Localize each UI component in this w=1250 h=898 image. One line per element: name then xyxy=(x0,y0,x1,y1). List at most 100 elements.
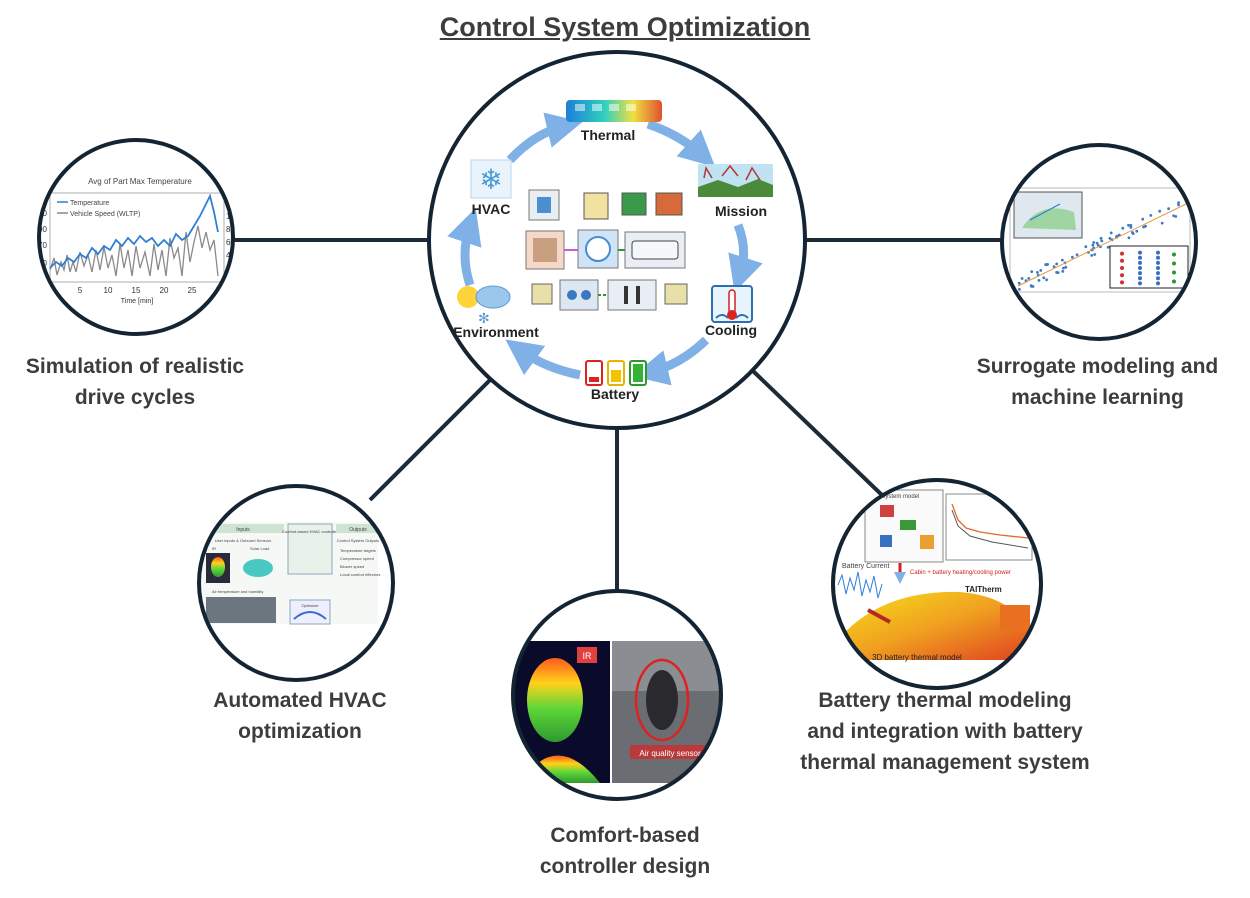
scatter-point xyxy=(1100,239,1104,243)
thermal-bus-icon xyxy=(566,100,662,122)
legend-speed: Vehicle Speed (WLTP) xyxy=(70,211,140,218)
xtick: 10 xyxy=(104,286,113,295)
nn-node xyxy=(1138,250,1142,255)
xtick: 15 xyxy=(132,286,141,295)
nn-node xyxy=(1156,271,1160,276)
nn-node xyxy=(1138,260,1142,265)
scatter-point xyxy=(1091,243,1095,247)
scatter-point xyxy=(1042,276,1046,280)
nn-node xyxy=(1156,255,1160,260)
caption-battery-thermal: Battery thermal modeling and integration… xyxy=(780,685,1110,778)
scatter-point xyxy=(1064,265,1068,269)
nn-node xyxy=(1138,281,1142,286)
ytick-right: 0 xyxy=(226,277,231,286)
series-temperature-line xyxy=(49,193,219,269)
scatter-point xyxy=(1106,245,1110,249)
hub-label-environment: Environment xyxy=(453,324,539,340)
scatter-point xyxy=(1090,254,1094,257)
panel-ir-label: IR xyxy=(212,546,216,551)
caption-line: Comfort-based xyxy=(550,824,700,847)
caption-line: drive cycles xyxy=(74,386,196,409)
scatter-points xyxy=(1017,201,1180,291)
x-axis-label: Time [min] xyxy=(121,298,153,305)
caption-line: thermal management system xyxy=(800,751,1090,774)
nn-node xyxy=(1172,252,1176,257)
nn-node xyxy=(1172,261,1176,266)
scatter-point xyxy=(1084,245,1088,249)
caption-comfort: Comfort-based controller design xyxy=(500,820,750,882)
caption-hvac-opt: Automated HVAC optimization xyxy=(180,685,420,747)
svg-text:❄: ❄ xyxy=(479,164,502,195)
panel-controller: Comfort-based HVAC controller xyxy=(282,529,339,534)
caption-line: Simulation of realistic xyxy=(25,355,245,378)
scatter-point xyxy=(1061,258,1064,262)
battery-current-trace xyxy=(837,571,883,599)
cooling-icon xyxy=(711,285,753,323)
hub-label-cooling: Cooling xyxy=(705,322,757,338)
panel-air-label: Air temperature and humidity xyxy=(212,589,263,594)
series-speed-line xyxy=(49,225,219,277)
scatter-point xyxy=(1131,232,1135,236)
model-3d-label: 3D battery thermal model xyxy=(872,653,962,662)
arrow-mission-cooling xyxy=(728,223,763,293)
system-model-label: 1D system model xyxy=(873,494,919,500)
caption-line: and integration with battery xyxy=(807,720,1083,743)
hub-label-battery: Battery xyxy=(591,386,639,402)
panel-output-item: Local comfort effectors xyxy=(340,572,380,577)
ytick-left: 190 xyxy=(34,225,48,234)
caption-line: controller design xyxy=(539,855,711,878)
nn-node xyxy=(1120,266,1124,270)
hub-label-mission: Mission xyxy=(715,203,767,219)
caption-surrogate: Surrogate modeling and machine learning xyxy=(955,351,1240,413)
scatter-point xyxy=(1149,214,1153,217)
scatter-point xyxy=(1020,277,1024,280)
scatter-point xyxy=(1062,266,1065,270)
caption-line: Battery thermal modeling xyxy=(818,689,1072,712)
panel-optimizer: Optimizer xyxy=(301,603,319,608)
nn-node xyxy=(1120,258,1124,263)
ir-tag: IR xyxy=(583,651,593,661)
cabin-note: Cabin + battery heating/cooling power xyxy=(910,570,1011,576)
sensor-grille xyxy=(646,670,678,730)
scatter-point xyxy=(1172,214,1176,218)
scatter-point xyxy=(1075,253,1079,257)
scatter-point xyxy=(1160,221,1164,225)
arrow-thermal-mission xyxy=(646,119,716,168)
scatter-point xyxy=(1017,281,1021,285)
scatter-point xyxy=(1045,278,1048,282)
arrow-cooling-battery xyxy=(632,336,710,386)
battery-current-label: Battery Current xyxy=(842,563,890,570)
environment-icon: ✻ xyxy=(457,285,511,326)
node-comfort: IR Air quality sensor xyxy=(511,589,723,801)
scatter-point xyxy=(1018,288,1021,291)
panel-cabin-photo xyxy=(206,597,276,623)
nn-node xyxy=(1120,251,1124,256)
nn-node xyxy=(1138,266,1142,270)
nn-node xyxy=(1172,270,1176,275)
scatter-point xyxy=(1095,241,1099,245)
arrow-battery-environment xyxy=(505,339,581,380)
node-battery-thermal: 1D system model Battery Current Cabin + … xyxy=(831,478,1043,690)
hub-label-thermal: Thermal xyxy=(581,127,635,143)
node-surrogate xyxy=(1000,143,1198,341)
panel-inputs-header: Inputs xyxy=(236,527,250,533)
panel-output-item: Blower speed xyxy=(340,564,364,569)
nn-node xyxy=(1138,255,1142,260)
nn-node xyxy=(1156,260,1160,265)
snow-icon: ✻ xyxy=(478,310,490,326)
caption-drive-cycles: Simulation of realistic drive cycles xyxy=(10,351,260,413)
scatter-point xyxy=(1127,223,1130,227)
scatter-point xyxy=(1052,265,1056,269)
nn-node xyxy=(1138,276,1142,281)
legend-temperature: Temperature xyxy=(70,200,109,207)
scatter-point xyxy=(1030,270,1034,273)
caption-line: machine learning xyxy=(1011,386,1184,409)
arrow-hvac-thermal xyxy=(506,112,583,164)
panel-output-item: Compressor speed xyxy=(340,556,374,561)
panel-outputs-header: Outputs xyxy=(349,527,367,533)
panel-cs-outputs: Control System Outputs xyxy=(337,538,379,543)
car-thermal-model xyxy=(838,591,1030,660)
battery-icon xyxy=(585,360,647,386)
ytick-left: 170 xyxy=(34,241,48,250)
